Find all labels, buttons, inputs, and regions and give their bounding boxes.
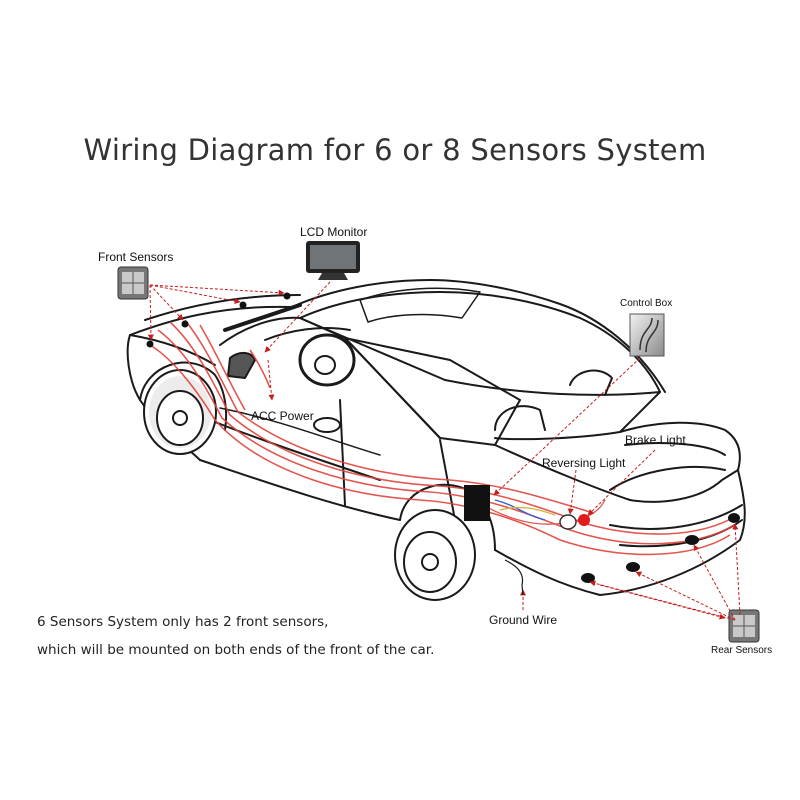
ground-wire (504, 559, 524, 596)
reversing-light-bulb (559, 514, 577, 530)
control-unit (464, 485, 490, 521)
rear-sensors-icon (728, 609, 760, 643)
note-line-1: 6 Sensors System only has 2 front sensor… (37, 614, 329, 630)
rear-sensor-dots (581, 513, 740, 583)
front-wheel (143, 369, 217, 455)
blue-lead (494, 499, 546, 521)
acc-power-label: ACC Power (251, 409, 314, 423)
wiring-harness (149, 319, 739, 556)
control-box-icon (629, 313, 665, 357)
pointer-arrows (147, 281, 741, 621)
ground-wire-label: Ground Wire (489, 613, 558, 627)
front-sensor-dots (146, 292, 291, 348)
rear-sensors-label: Rear Sensors (711, 645, 773, 656)
brake-light-bulb (578, 514, 590, 526)
front-sensors-label: Front Sensors (98, 250, 174, 264)
yellow-lead (499, 506, 556, 516)
front-sensors-icon (117, 266, 149, 300)
reversing-light-label: Reversing Light (542, 456, 626, 470)
lcd-monitor-icon (306, 241, 360, 280)
lcd-monitor-label: LCD Monitor (300, 225, 368, 239)
diagram-title: Wiring Diagram for 6 or 8 Sensors System (83, 133, 707, 167)
rear-wheel (394, 509, 476, 601)
note-line-2: which will be mounted on both ends of th… (37, 642, 435, 658)
brake-light-label: Brake Light (625, 433, 686, 447)
control-box-label: Control Box (620, 298, 673, 309)
